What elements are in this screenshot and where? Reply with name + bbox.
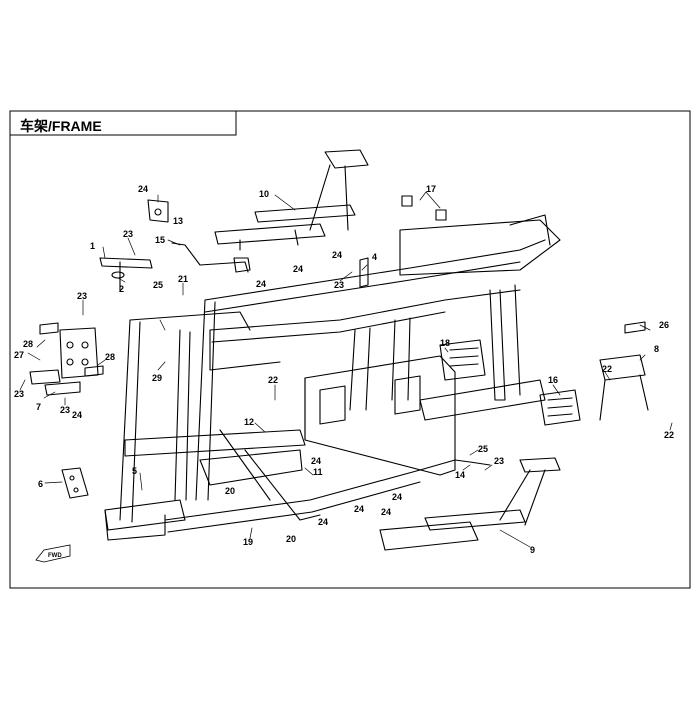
callout-21: 21 [178, 274, 188, 284]
rear-rack-bar [379, 457, 561, 551]
callout-4: 4 [372, 252, 377, 262]
callout-25-a: 25 [153, 280, 163, 290]
part-18-footrest [439, 339, 486, 381]
callout-16: 16 [548, 375, 558, 385]
callout-28-b: 28 [105, 352, 115, 362]
callout-19: 19 [243, 537, 253, 547]
callout-23-b: 23 [77, 291, 87, 301]
callout-24-b: 24 [256, 279, 266, 289]
callout-17: 17 [426, 184, 436, 194]
callout-22-b: 22 [602, 364, 612, 374]
callout-20-a: 20 [225, 486, 235, 496]
callout-1: 1 [90, 241, 95, 251]
callout-22-a: 22 [268, 375, 278, 385]
callout-10: 10 [259, 189, 269, 199]
callout-24-a: 24 [138, 184, 148, 194]
callout-29: 29 [152, 373, 162, 383]
callout-2: 2 [119, 284, 124, 294]
callout-15: 15 [155, 235, 165, 245]
callout-26: 26 [659, 320, 669, 330]
part-8-support [599, 321, 649, 421]
leader-lines [19, 191, 673, 548]
main-frame [104, 214, 561, 541]
part-15-bracket [171, 242, 251, 273]
callout-6: 6 [38, 479, 43, 489]
callout-9: 9 [530, 545, 535, 555]
part-17-bushings [401, 195, 447, 221]
callout-20-b: 20 [286, 534, 296, 544]
callout-23-e: 23 [60, 405, 70, 415]
callout-23-c: 23 [334, 280, 344, 290]
callout-25-b: 25 [478, 444, 488, 454]
callout-27: 27 [14, 350, 24, 360]
diagram-border [9, 110, 691, 589]
callout-12: 12 [244, 417, 254, 427]
front-rack-bar [214, 149, 369, 251]
callout-24-e: 24 [72, 410, 82, 420]
part-16-footrest [539, 389, 581, 426]
fwd-label: FWD [48, 553, 62, 559]
callout-24-i: 24 [381, 507, 391, 517]
callout-23-d: 23 [14, 389, 24, 399]
callout-24-h: 24 [354, 504, 364, 514]
callout-13: 13 [173, 216, 183, 226]
diagram-title: 车架/FRAME [20, 118, 102, 134]
callout-23-a: 23 [123, 229, 133, 239]
callout-24-f: 24 [311, 456, 321, 466]
callout-11: 11 [313, 467, 323, 477]
fwd-arrow-icon: FWD [35, 544, 71, 563]
callout-23-f: 23 [494, 456, 504, 466]
title-box [10, 111, 237, 136]
callout-7: 7 [36, 402, 41, 412]
part-6-bracket [61, 467, 89, 499]
callout-14: 14 [455, 470, 465, 480]
callouts: 1 2 4 5 6 7 8 9 10 11 12 13 14 15 16 17 … [14, 184, 674, 555]
callout-8: 8 [654, 344, 659, 354]
callout-18: 18 [440, 338, 450, 348]
part-14-bracket [454, 459, 491, 466]
callout-24-c: 24 [293, 264, 303, 274]
callout-28-a: 28 [23, 339, 33, 349]
callout-24-j: 24 [392, 492, 402, 502]
part-4-bracket [359, 257, 369, 288]
callout-24-g: 24 [318, 517, 328, 527]
callout-22-c: 22 [664, 430, 674, 440]
part-13-bracket [147, 199, 169, 223]
callout-5: 5 [132, 466, 137, 476]
callout-24-d: 24 [332, 250, 342, 260]
part-1-bracket [99, 257, 153, 291]
part-7-plate [29, 322, 104, 396]
